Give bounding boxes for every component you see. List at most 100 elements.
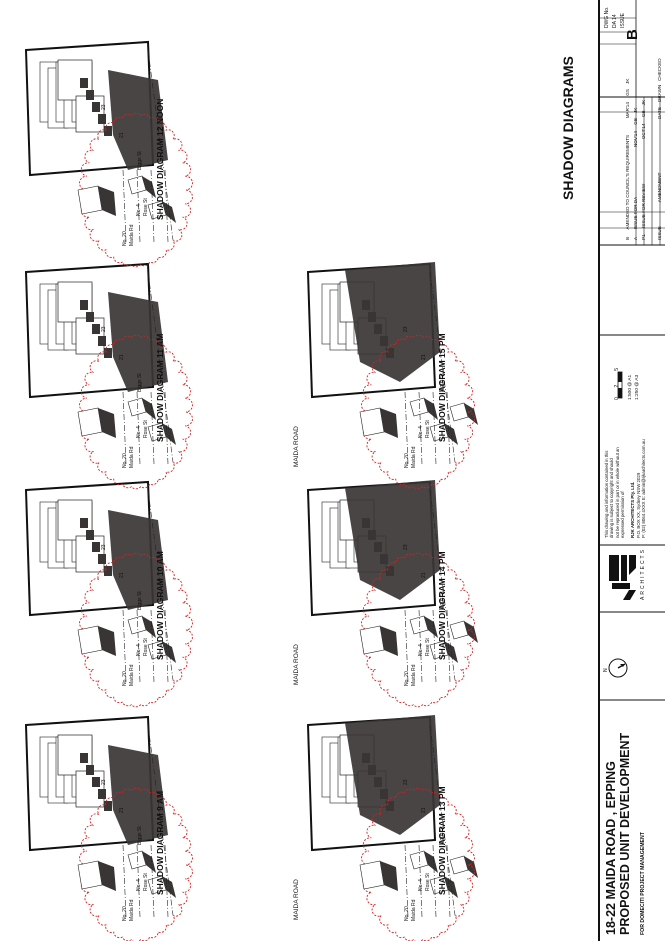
diagram-title: SHADOW DIAGRAM 12 NOON [155, 99, 165, 220]
label-no4: No. 4 [418, 426, 424, 438]
neighbour-shadow [162, 201, 176, 223]
shadow-block [380, 336, 388, 346]
neighbour-shadow [98, 408, 116, 438]
scale-bar-icon [617, 371, 623, 399]
shadow-block [104, 801, 112, 811]
property-line [136, 391, 141, 465]
rev-header-date: DATE [657, 107, 662, 119]
label-house-21: 21 [119, 807, 125, 813]
property-line [150, 609, 155, 683]
diagram-title: SHADOW DIAGRAM 10 AM [155, 551, 165, 660]
site-boundary [24, 262, 155, 399]
rev-issue: B [625, 236, 630, 240]
shadow-block [380, 554, 388, 564]
label-house-21: 21 [119, 572, 125, 578]
label-house-21: 21 [119, 354, 125, 360]
property-line [136, 844, 141, 918]
neighbour-house [359, 625, 385, 655]
label-maida-rd: Maida Rd [129, 899, 135, 921]
property-line [122, 169, 127, 243]
shadow-area [108, 70, 168, 170]
property-line [432, 609, 437, 683]
neighbour-shadow [444, 641, 458, 663]
shadow-block [104, 566, 112, 576]
property-line [404, 609, 409, 683]
scale-bar-labels: 0 2 5 [614, 368, 620, 400]
label-house-21: 21 [421, 354, 427, 360]
shadow-block [86, 90, 94, 100]
rev-amendment: ISSUE FOR REVIEW [641, 183, 646, 228]
shadow-block [368, 312, 376, 322]
shadow-area [108, 510, 168, 610]
property-line [418, 844, 423, 918]
label-no20: No. 20 [404, 906, 410, 921]
shadow-block [98, 114, 106, 124]
label-house-23: 23 [101, 104, 107, 110]
rev-date: NOV'14 [633, 131, 638, 148]
scale-a1: 1:500 @ A1 [628, 374, 633, 400]
property-line [147, 724, 174, 916]
shadow-block [374, 324, 382, 334]
property-line [404, 391, 409, 465]
label-rose-st: Rose St [425, 420, 431, 438]
property-line [418, 609, 423, 683]
title-block: DWG No. DA 14 ISSUE B B AMENDED TO COUNC… [598, 0, 665, 941]
logo-subtitle: ARCHITECTS [640, 548, 646, 600]
label-maida-rd: Maida Rd [129, 664, 135, 686]
label-maida-rd: Maida Rd [129, 224, 135, 246]
rjk-logo-icon [609, 555, 636, 600]
site-boundary [24, 715, 155, 852]
rev-drawn: GB [641, 110, 646, 118]
shadow-block [92, 777, 100, 787]
rev-amendment: ISSUE FOR DA [633, 196, 638, 230]
label-house-23: 23 [101, 326, 107, 332]
diagram-title: SHADOW DIAGRAM 13 PM [437, 786, 447, 895]
shadow-block [368, 530, 376, 540]
scale-tick-label: 2 [614, 384, 620, 388]
property-line [429, 724, 456, 916]
project-title-line2: PROPOSED UNIT DEVELOPMENT [618, 732, 632, 935]
shadow-block [80, 518, 88, 528]
neighbour-shadow [444, 876, 458, 898]
shadow-block [374, 777, 382, 787]
neighbour-house [77, 860, 103, 890]
rev-checked: JK [633, 107, 638, 113]
property-line [432, 844, 437, 918]
site-boundary [24, 40, 155, 177]
title-block-frame [600, 0, 665, 701]
issue-label: ISSUE [620, 12, 626, 28]
architect-contact: P: (02) 8064 4XXX E: admin@rjkarchitects… [641, 439, 647, 538]
label-maida-rd: Maida Rd [411, 899, 417, 921]
road-label: MAIDA ROAD [293, 644, 300, 685]
property-line [147, 49, 174, 241]
neighbour-shadow [380, 861, 398, 891]
label-house-21: 21 [421, 572, 427, 578]
label-biggs-st: Biggs St [137, 151, 143, 170]
issue-letter: B [624, 29, 641, 40]
neighbour-shadow [142, 851, 156, 873]
neighbour-shadow [162, 641, 176, 663]
shadow-block [98, 789, 106, 799]
scale-tick-label: 0 [614, 397, 620, 400]
rev-header-checked: CHECKED [657, 58, 662, 81]
shadow-block [374, 542, 382, 552]
label-house-23: 23 [101, 544, 107, 550]
copyright-line: expressed permission of [620, 491, 626, 538]
diagram-title: SHADOW DIAGRAM 14 PM [437, 551, 447, 660]
rev-amendment: AMENDED TO COUNCIL'S REQUIREMENTS [625, 134, 630, 230]
label-rose-st: Rose St [143, 873, 149, 891]
shadow-area [345, 480, 440, 600]
property-line [150, 169, 155, 243]
rev-date: MAR'14 [625, 102, 630, 119]
property-line [122, 844, 127, 918]
label-rose-st: Rose St [425, 873, 431, 891]
label-maida-rd: Maida Rd [411, 664, 417, 686]
